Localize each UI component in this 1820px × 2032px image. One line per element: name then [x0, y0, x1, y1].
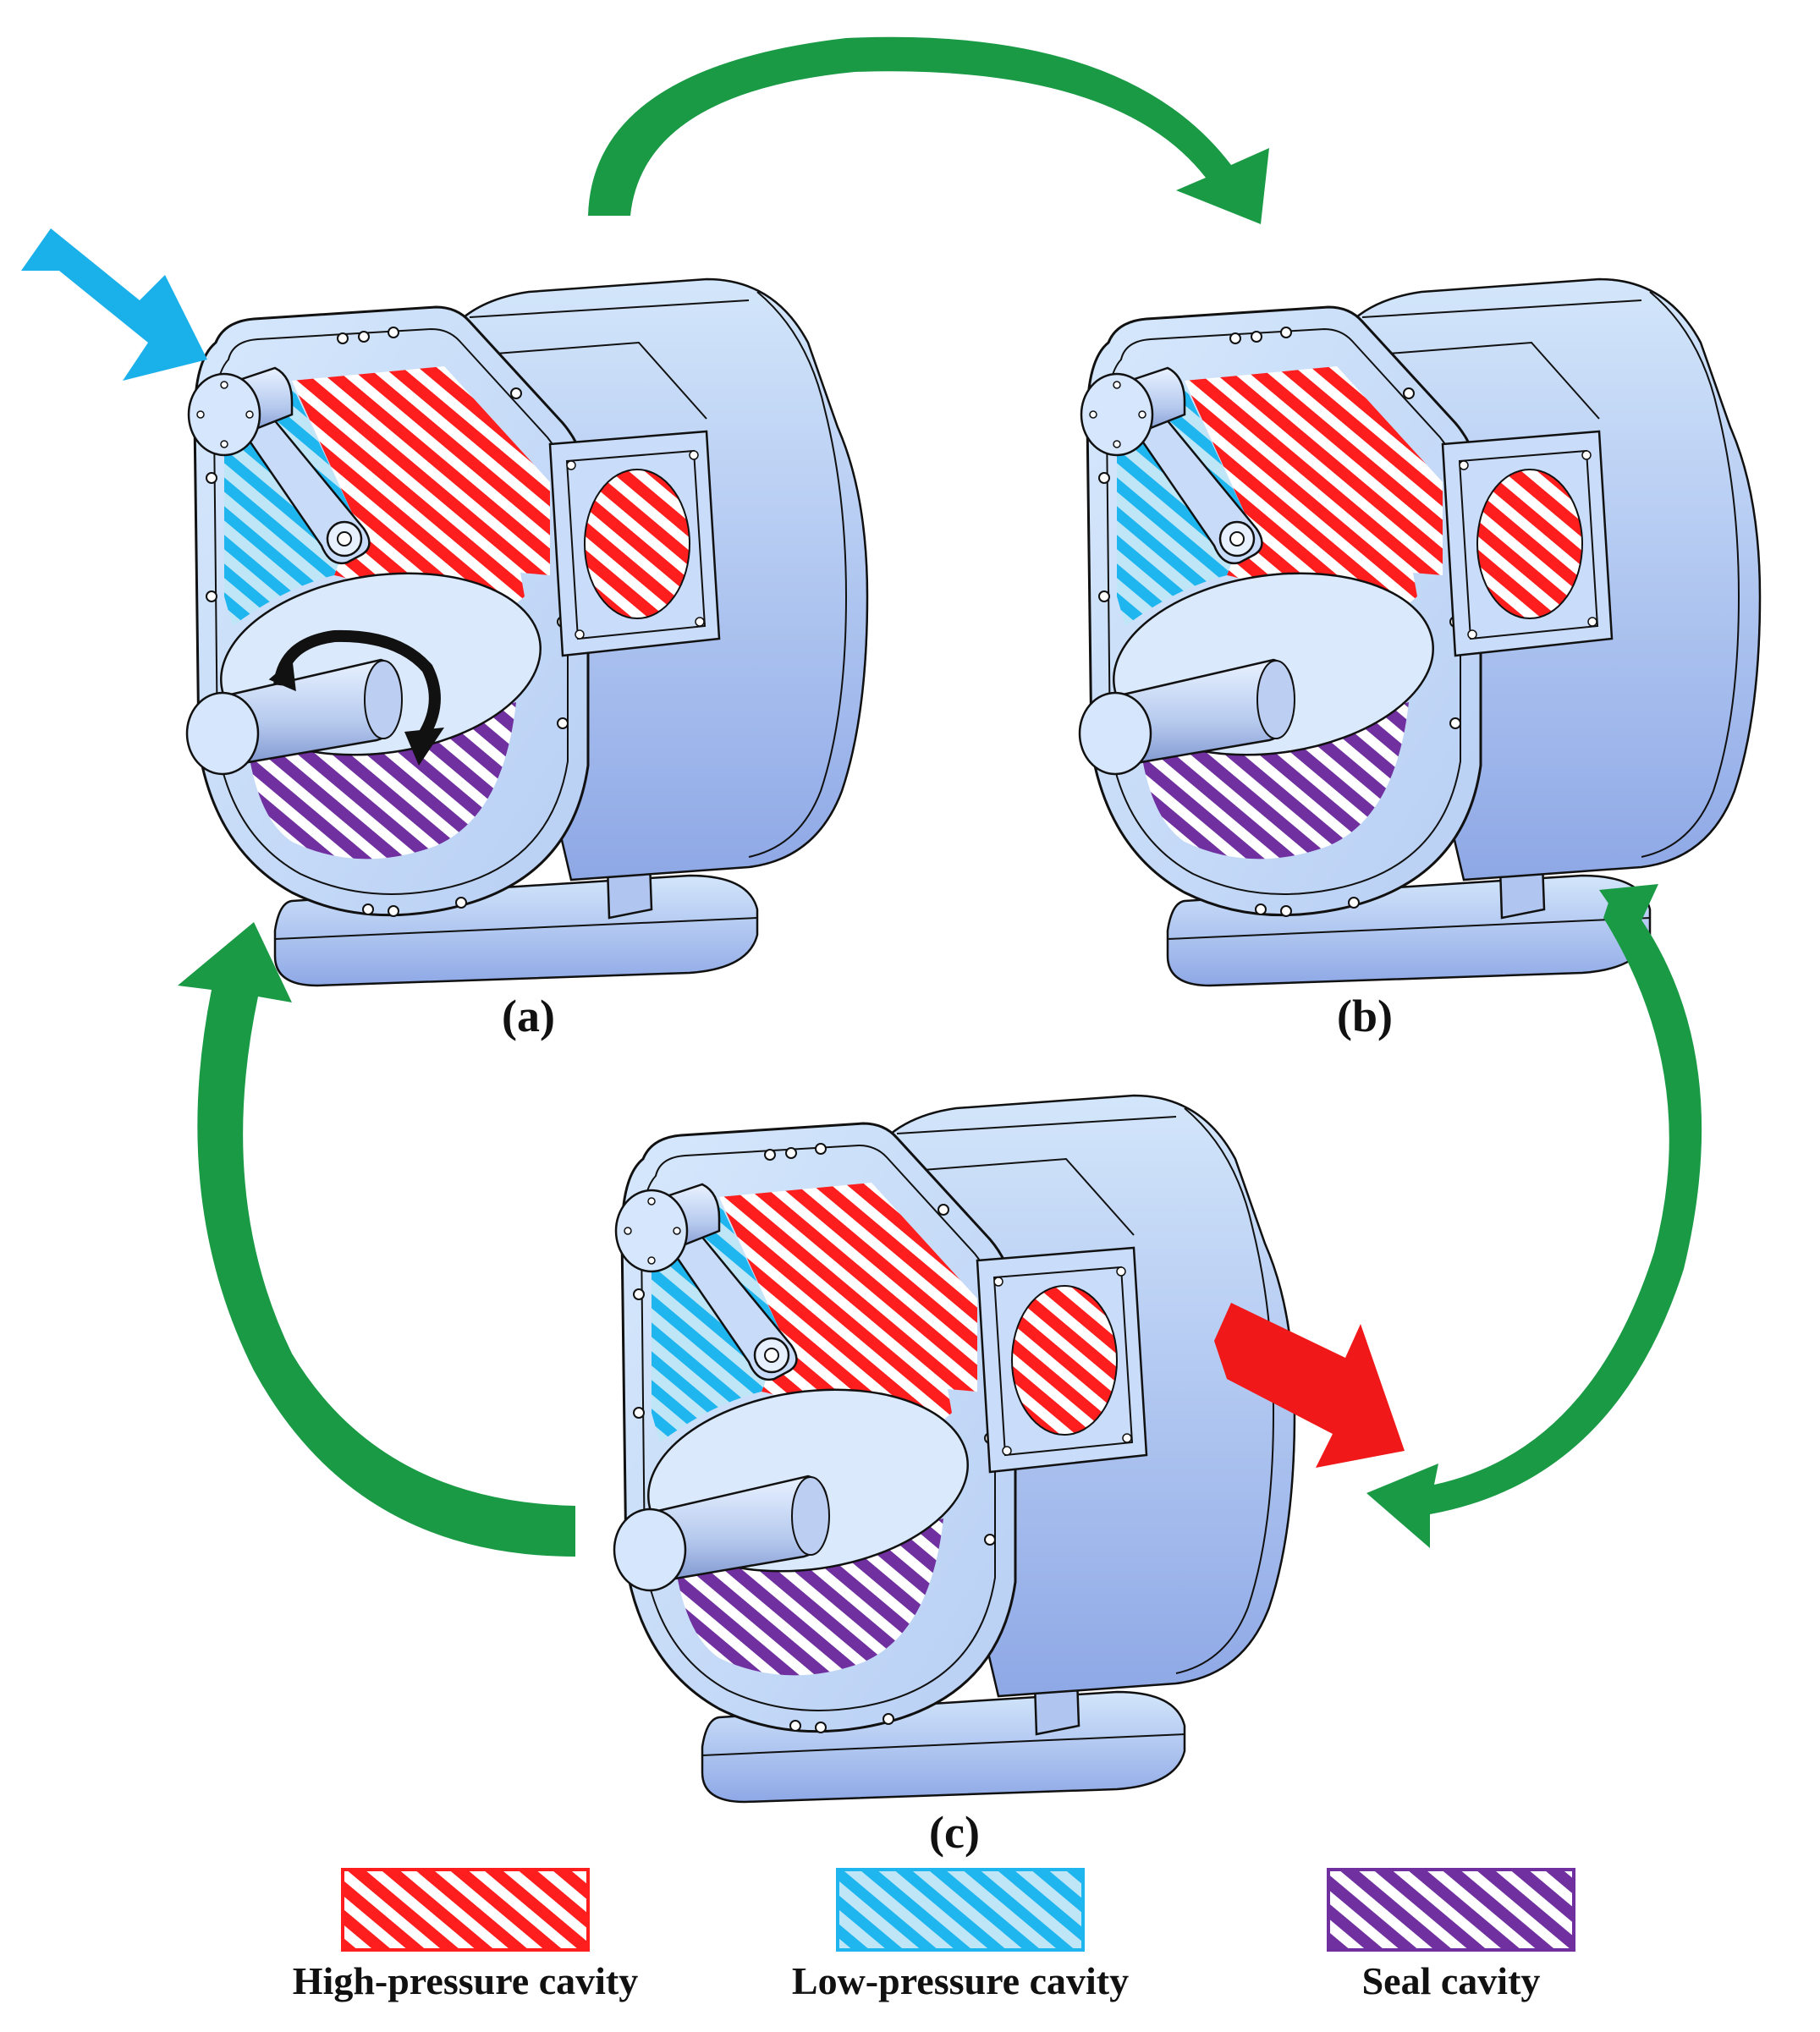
compressor-b — [1078, 277, 1762, 987]
panel-label-b: (b) — [1337, 991, 1393, 1041]
cycle-arrow-c-to-a-icon — [178, 922, 575, 1557]
panel-label-c: (c) — [929, 1807, 980, 1858]
cycle-arrow-a-to-b-icon — [588, 36, 1269, 224]
legend-label-seal: Seal cavity — [1361, 1959, 1541, 2002]
cycle-arrow-b-to-c-icon — [1366, 884, 1702, 1548]
compressor-a — [185, 277, 869, 987]
panel-label-a: (a) — [502, 991, 555, 1041]
legend-label-low: Low-pressure cavity — [791, 1959, 1130, 2002]
legend-swatch-seal — [1327, 1868, 1575, 1952]
rotation-arrow-icon — [268, 629, 444, 766]
compressor-c — [613, 1094, 1296, 1804]
legend-label-high: High-pressure cavity — [292, 1959, 639, 2002]
inlet-arrow-icon — [21, 228, 207, 381]
outlet-arrow-icon — [1214, 1303, 1405, 1468]
legend-swatch-low — [836, 1868, 1085, 1952]
legend-swatch-high — [341, 1868, 590, 1952]
